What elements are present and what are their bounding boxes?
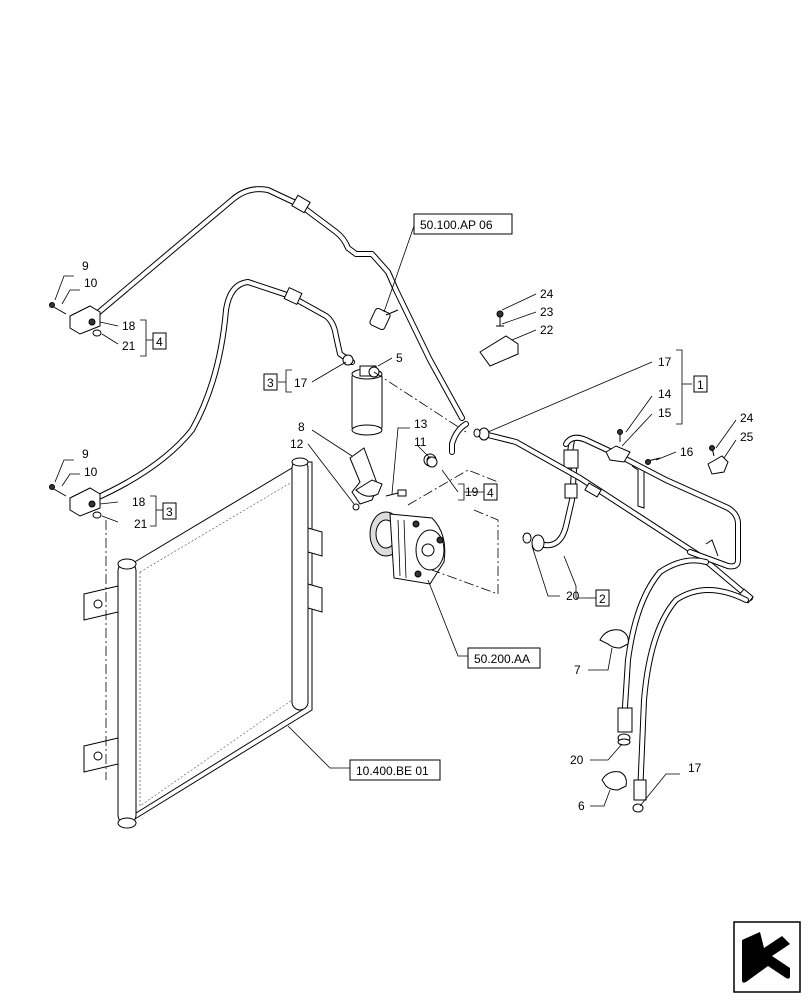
callout-5: 5	[396, 351, 403, 365]
callout-10: 10	[84, 465, 98, 479]
group-box-4: 4	[156, 335, 163, 349]
callout-19: 19	[465, 485, 479, 499]
callout-22: 22	[540, 323, 554, 337]
leader-lines	[54, 225, 737, 807]
callout-16: 16	[680, 445, 694, 459]
callout-15: 15	[658, 406, 672, 420]
callout-25: 25	[740, 430, 754, 444]
callout-24: 24	[540, 287, 554, 301]
callout-17: 17	[658, 355, 672, 369]
ref-10-400-be-01[interactable]: 10.400.BE 01	[356, 764, 429, 778]
callout-13: 13	[414, 417, 428, 431]
liquid-line-hose	[49, 279, 355, 519]
receiver-drier	[342, 354, 383, 436]
callout-18: 18	[132, 495, 146, 509]
callout-21: 21	[122, 339, 136, 353]
callout-24: 24	[740, 411, 754, 425]
callout-20: 20	[566, 589, 580, 603]
clamps-and-small-parts	[479, 310, 729, 791]
callout-12: 12	[290, 437, 304, 451]
orientation-arrow-icon[interactable]	[733, 921, 801, 993]
callout-21: 21	[134, 517, 148, 531]
ref-50-200-aa[interactable]: 50.200.AA	[474, 652, 530, 666]
suction-pipe	[426, 421, 579, 552]
group-box-1: 1	[697, 378, 704, 392]
callout-23: 23	[540, 305, 554, 319]
compressor	[369, 511, 446, 585]
callout-20: 20	[570, 753, 584, 767]
condenser	[83, 457, 323, 829]
callout-labels: 9 10 18 21 4 9 10 18 21 3 3 17 5 8 12 13…	[82, 259, 754, 813]
group-box-2: 2	[599, 592, 606, 606]
flex-hoses-right	[617, 557, 749, 813]
callout-10: 10	[84, 276, 98, 290]
callout-17: 17	[688, 761, 702, 775]
callout-18: 18	[122, 319, 136, 333]
callout-17: 17	[294, 376, 308, 390]
callout-9: 9	[82, 447, 89, 461]
ref-50-100-ap-06[interactable]: 50.100.AP 06	[420, 218, 493, 232]
group-box-3: 3	[166, 505, 173, 519]
group-box-4: 4	[487, 486, 494, 500]
callout-6: 6	[578, 799, 585, 813]
callout-7: 7	[574, 663, 581, 677]
upper-discharge-hose	[49, 186, 465, 421]
callout-11: 11	[414, 435, 427, 449]
reference-boxes: 50.100.AP 06 50.200.AA 10.400.BE 01	[349, 213, 541, 781]
callout-14: 14	[658, 387, 672, 401]
callout-9: 9	[82, 259, 89, 273]
callout-8: 8	[298, 420, 305, 434]
group-box-3: 3	[267, 376, 274, 390]
